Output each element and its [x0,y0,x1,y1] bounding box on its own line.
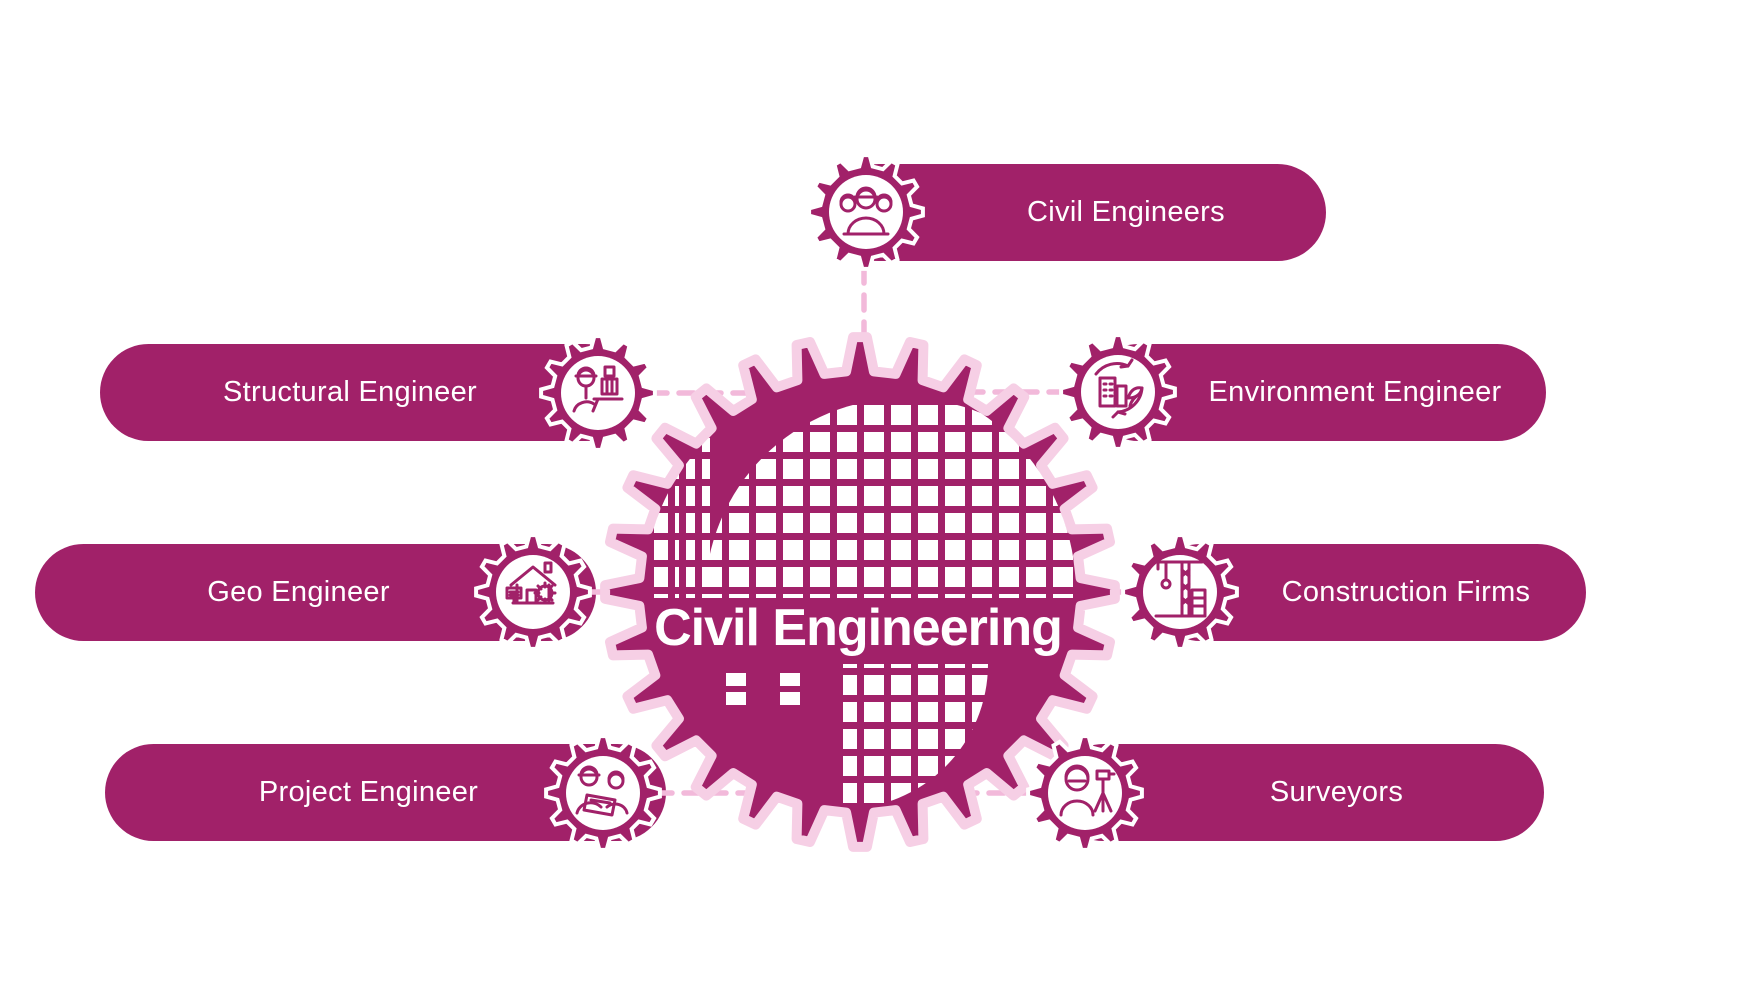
skyline-window [780,692,800,705]
geo-engineer-icon [474,533,592,651]
structural-engineer-icon [539,334,657,452]
center-title: Civil Engineering [654,599,1062,657]
environment-engineer-icon [1059,333,1177,451]
skyline-antenna-dot [663,396,674,407]
badge-environment-engineer [1058,332,1178,452]
badge-project-engineer [543,733,663,853]
badge-structural-engineer [538,333,658,453]
skyline-tower [644,458,646,598]
skyline-tower [686,438,710,598]
badge-surveyors [1025,733,1145,853]
skyline-dome [705,398,1076,598]
badge-geo-engineer [473,532,593,652]
pill-label: Civil Engineers [1027,196,1225,228]
pill-label: Construction Firms [1281,576,1531,608]
badge-civil-engineers [806,152,926,272]
pill-label: Project Engineer [258,776,479,808]
project-engineer-icon [544,734,662,852]
badge-construction-firms [1120,532,1240,652]
surveyors-icon [1026,734,1144,852]
pill-label: Geo Engineer [207,576,390,608]
construction-firms-icon [1121,533,1239,651]
dashed-connectors [530,211,1183,796]
pill-label: Surveyors [1269,776,1404,808]
civil-engineers-icon [807,153,925,271]
skyline-window [780,673,800,686]
skyline-lower-dome [843,664,988,808]
skyline-window [726,673,746,686]
pill-label: Structural Engineer [223,376,477,408]
skyline-window [726,692,746,705]
pill-label: Environment Engineer [1208,376,1502,408]
